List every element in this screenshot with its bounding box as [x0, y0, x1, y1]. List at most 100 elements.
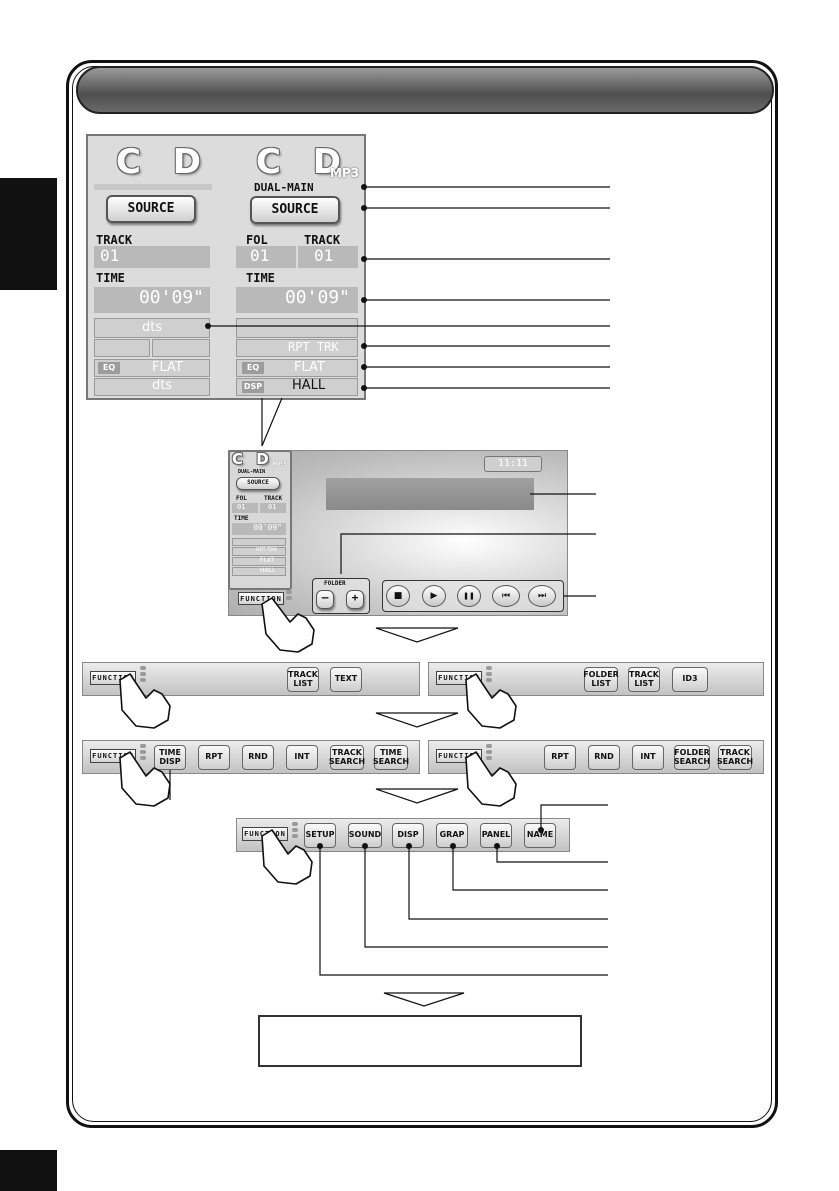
dsp-badge: DSP [242, 381, 264, 393]
text-display-area [326, 478, 534, 510]
mini-mode-row [232, 547, 286, 556]
mini-track-label: TRACK [264, 495, 283, 502]
text-button[interactable]: TEXT [330, 667, 362, 692]
section-tab [0, 178, 57, 290]
note-box [258, 1015, 582, 1067]
folder-list-button[interactable]: FOLDER LIST [583, 667, 619, 692]
section-header-bar [76, 66, 774, 114]
mini-source-button[interactable]: SOURCE [236, 477, 280, 490]
time-label: TIME [96, 271, 125, 285]
time-search-button[interactable]: TIME SEARCH [373, 745, 409, 770]
dsp-value: HALL [292, 378, 326, 393]
page-frame [66, 60, 778, 1128]
zoom-wedge [261, 397, 283, 447]
mini-time-value: 00'09" [232, 523, 286, 535]
mini-dsp-row [232, 567, 286, 576]
play-button[interactable]: ▶ [422, 585, 446, 607]
hand-icon [465, 673, 517, 729]
mini-dsp-value: HALL [260, 567, 276, 574]
mini-eq-row [232, 557, 286, 566]
function-leds [140, 666, 146, 684]
hand-icon [261, 829, 313, 885]
time-label: TIME [246, 271, 275, 285]
function-leds [486, 744, 492, 762]
flow-arrow-1 [375, 627, 459, 643]
int-button[interactable]: INT [286, 745, 318, 770]
mini-mode-value: RPT TRK [256, 547, 277, 553]
function-leds [486, 666, 492, 684]
flow-arrow-3 [375, 788, 459, 804]
rnd-button[interactable]: RND [242, 745, 274, 770]
mini-fol-label: FOL [236, 495, 247, 502]
mini-mp3-format: MP3 [272, 461, 287, 468]
cd-logo: C D [256, 142, 352, 182]
next-button[interactable]: ⏭ [528, 585, 556, 607]
mini-cd-logo: C D [232, 450, 273, 468]
dsp-value: dts [152, 378, 173, 393]
eq-value: FLAT [152, 360, 183, 375]
mini-fol-value: 01 [232, 503, 258, 513]
hand-icon [119, 751, 171, 807]
rnd-button[interactable]: RND [588, 745, 620, 770]
mp3-panel: C D MP3 DUAL-MAIN SOURCE FOL TRACK 01 01… [236, 140, 360, 396]
hand-icon [261, 597, 315, 653]
flow-arrow-2 [375, 712, 459, 728]
track-label: TRACK [96, 233, 133, 247]
folder-plus-button[interactable]: + [346, 590, 364, 609]
track-value: 01 [298, 246, 358, 268]
previous-button[interactable]: ⏮ [492, 585, 520, 607]
source-button[interactable]: SOURCE [106, 195, 196, 223]
track-list-button[interactable]: TRACK LIST [628, 667, 660, 692]
id3-button[interactable]: ID3 [672, 667, 708, 692]
track-search-button[interactable]: TRACK SEARCH [717, 745, 753, 770]
source-button[interactable]: SOURCE [250, 196, 340, 224]
eq-value: FLAT [294, 360, 325, 375]
track-value: 01 [94, 246, 210, 268]
mini-eq-value: FLAT [260, 557, 275, 564]
int-button[interactable]: INT [632, 745, 664, 770]
mode-value: RPT TRK [288, 340, 339, 354]
dsp-row [94, 378, 210, 396]
track-label: TRACK [304, 233, 341, 247]
blank-row [236, 318, 358, 338]
mode-row-a [94, 339, 150, 357]
mp3-format: MP3 [330, 166, 360, 180]
track-search-button[interactable]: TRACK SEARCH [329, 745, 365, 770]
function-leds [292, 822, 298, 840]
folder-search-button[interactable]: FOLDER SEARCH [674, 745, 710, 770]
eq-badge: EQ [242, 362, 264, 374]
rpt-button[interactable]: RPT [198, 745, 230, 770]
page-number-tab [0, 1150, 57, 1191]
name-button[interactable]: NAME [524, 823, 556, 848]
cd-logo: C D [116, 142, 212, 182]
panel-button[interactable]: PANEL [480, 823, 512, 848]
folder-label: FOLDER [324, 580, 346, 587]
mini-dual-main: DUAL-MAIN [238, 469, 266, 475]
mini-time-label: TIME [234, 515, 249, 522]
mini-blank-row [232, 538, 286, 546]
pause-button[interactable]: ❚❚ [457, 585, 481, 607]
divider [94, 184, 212, 190]
hand-icon [119, 673, 171, 729]
time-disp-button[interactable]: TIME DISP [154, 745, 186, 770]
time-value: 00'09" [94, 287, 210, 313]
function-leds [286, 590, 292, 602]
time-value: 00'09" [236, 287, 358, 313]
flow-arrow-4 [383, 992, 465, 1007]
dts-label: dts [142, 320, 163, 335]
cd-panel: C D SOURCE TRACK 01 TIME 00'09" dts EQ F… [92, 140, 214, 396]
stop-button[interactable]: ■ [386, 585, 410, 607]
mini-track-value: 01 [260, 503, 286, 513]
folder-minus-button[interactable]: – [316, 590, 334, 609]
eq-row [94, 359, 210, 377]
mode-row-b [152, 339, 210, 357]
rpt-button[interactable]: RPT [544, 745, 576, 770]
mode-row [236, 339, 358, 357]
eq-badge: EQ [98, 362, 120, 374]
track-list-button[interactable]: TRACK LIST [287, 667, 319, 692]
sound-button[interactable]: SOUND [348, 823, 382, 848]
dual-main-label: DUAL-MAIN [254, 181, 314, 194]
mini-display-panel [228, 450, 292, 590]
dsp-row [236, 378, 358, 396]
